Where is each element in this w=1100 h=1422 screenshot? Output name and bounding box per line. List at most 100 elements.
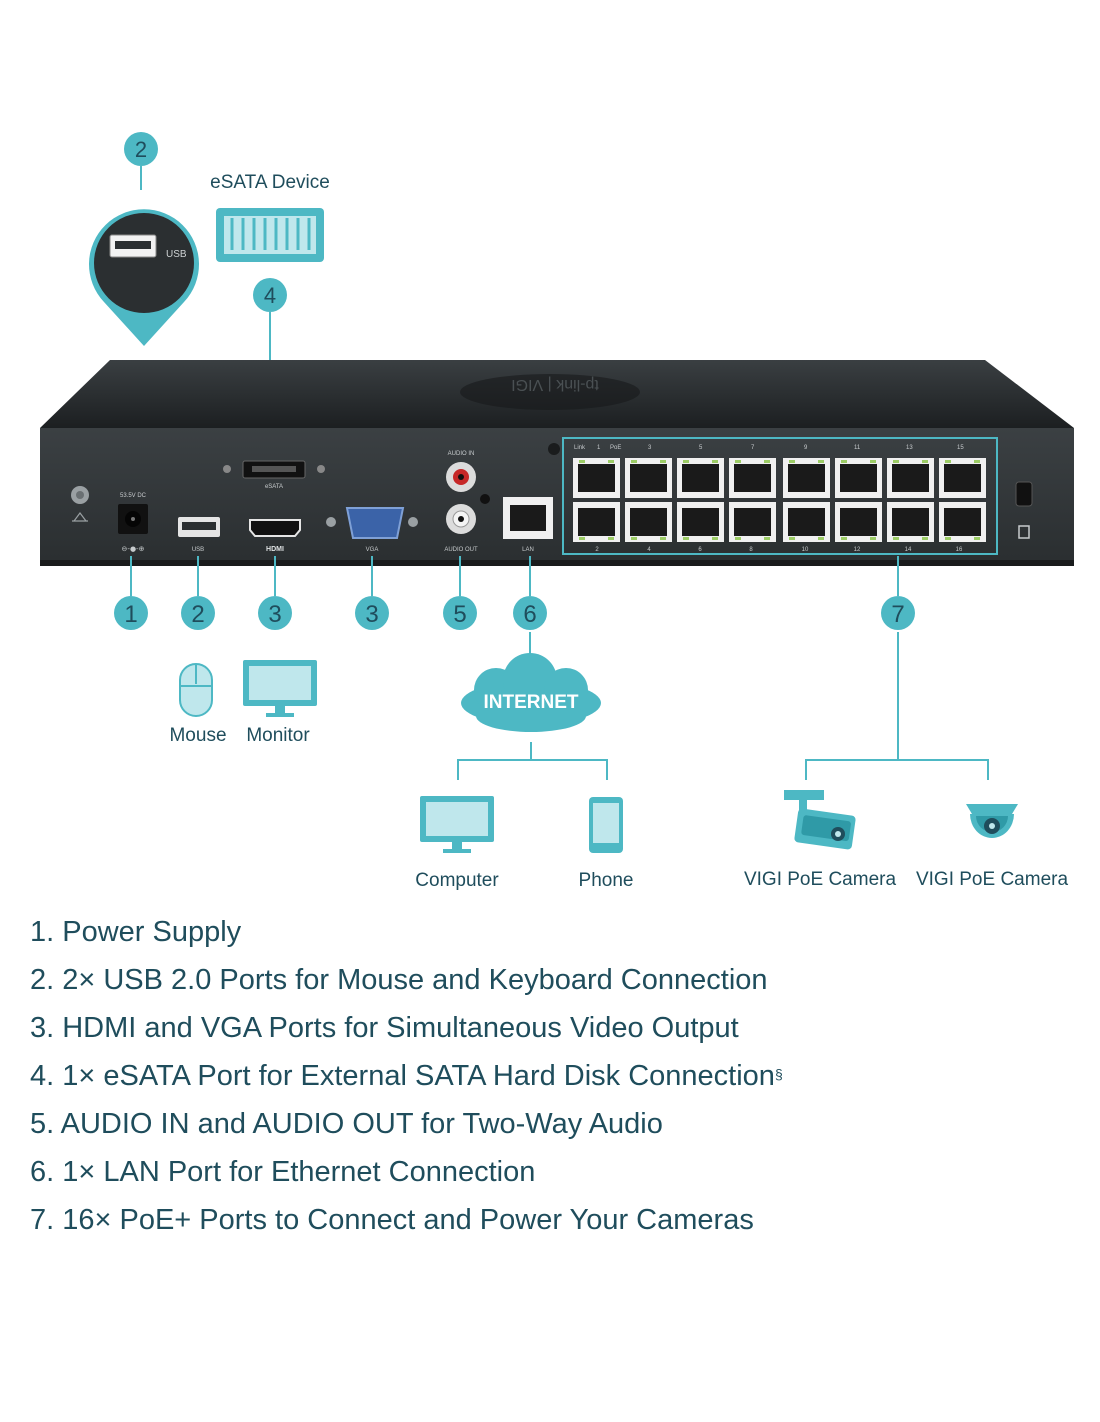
mouse-label: Mouse (169, 725, 226, 746)
poe-port-15 (939, 458, 986, 498)
esata-device-icon (216, 208, 324, 262)
monitor-icon (243, 660, 317, 717)
poe-footer-12: 12 (854, 547, 861, 553)
internet-label: INTERNET (484, 692, 579, 713)
poe-header-7: 7 (751, 445, 755, 451)
bullet-camera-icon (784, 790, 856, 850)
power-label: 53.5V DC (120, 493, 147, 499)
poe-port-12 (835, 502, 882, 542)
feature-text-5: 5. AUDIO IN and AUDIO OUT for Two-Way Au… (30, 1108, 663, 1140)
poe-header-11: 11 (854, 445, 861, 451)
monitor-label: Monitor (246, 725, 310, 746)
poe-port-4 (625, 502, 672, 542)
poe-footer-2: 2 (595, 547, 599, 553)
poe-header-9: 9 (804, 445, 808, 451)
computer-label: Computer (415, 870, 499, 891)
camera-branches (805, 632, 989, 780)
poe-port-7 (729, 458, 776, 498)
poe-header-link: Link (574, 445, 586, 451)
poe-port-6 (677, 502, 724, 542)
poe-port-11 (835, 458, 882, 498)
esata-device-label: eSATA Device (210, 172, 330, 193)
lan-port-label: LAN (522, 547, 534, 553)
feature-item-6: 6. 1× LAN Port for Ethernet Connection (30, 1148, 783, 1196)
poe-port-16 (939, 502, 986, 542)
computer-icon (420, 796, 494, 853)
badge-5: 5 (453, 601, 466, 628)
badge-6: 6 (523, 601, 536, 628)
poe-port-2 (573, 502, 620, 542)
poe-footer-4: 4 (647, 547, 651, 553)
poe-port-14 (887, 502, 934, 542)
poe-header-poe: PoE (610, 445, 621, 451)
feature-item-4: 4. 1× eSATA Port for External SATA Hard … (30, 1052, 783, 1100)
mouse-icon (179, 663, 213, 717)
dome-camera-icon (966, 804, 1018, 838)
usb-zoom-label: USB (166, 249, 187, 260)
feature-text-3: 3. HDMI and VGA Ports for Simultaneous V… (30, 1012, 739, 1044)
camera2-label: VIGI PoE Camera (916, 869, 1068, 890)
brand-text: tp-link | VIGI (511, 376, 599, 393)
poe-header-5: 5 (699, 445, 703, 451)
feature-item-3: 3. HDMI and VGA Ports for Simultaneous V… (30, 1004, 783, 1052)
poe-footer-6: 6 (698, 547, 702, 553)
poe-highlight (562, 437, 998, 555)
usb-port-icon (109, 234, 157, 258)
audio-in-label: AUDIO IN (448, 451, 475, 457)
poe-ports (573, 458, 986, 542)
poe-header-labels: Link 1 PoE 3 5 7 9 11 13 15 (574, 445, 964, 451)
lock-icon (1015, 481, 1033, 539)
badge-4-label: 4 (264, 283, 276, 308)
poe-port-1 (573, 458, 620, 498)
feature-text-1: 1. Power Supply (30, 916, 242, 948)
feature-text-4: 4. 1× eSATA Port for External SATA Hard … (30, 1060, 775, 1092)
poe-footer-8: 8 (749, 547, 753, 553)
feature-item-2: 2. 2× USB 2.0 Ports for Mouse and Keyboa… (30, 956, 783, 1004)
poe-port-10 (783, 502, 830, 542)
poe-footer-16: 16 (956, 547, 963, 553)
audio-out-label: AUDIO OUT (444, 547, 478, 553)
feature-item-1: 1. Power Supply (30, 908, 783, 956)
badge-2-top-label: 2 (135, 137, 147, 162)
badge-3-hdmi: 3 (268, 601, 281, 628)
esata-device: eSATA Device 4 (210, 172, 330, 470)
usb-zoom-callout: 2 USB (89, 132, 199, 346)
bottom-callouts (130, 556, 899, 596)
badge-1: 1 (124, 601, 137, 628)
usb-port-label: USB (192, 547, 204, 553)
ground-icon (71, 486, 89, 522)
camera1-label: VIGI PoE Camera (744, 869, 896, 890)
vga-port-label: VGA (366, 547, 379, 553)
cloud-icon (461, 653, 601, 732)
badge-3-vga: 3 (365, 601, 378, 628)
feature-4-footnote: § (774, 1066, 783, 1082)
poe-port-5 (677, 458, 724, 498)
power-polarity: ⊖-●-⊕ (122, 545, 145, 553)
poe-footer-14: 14 (905, 547, 912, 553)
poe-port-8 (729, 502, 776, 542)
badge-2: 2 (191, 601, 204, 628)
poe-port-9 (783, 458, 830, 498)
poe-header-13: 13 (906, 445, 913, 451)
feature-text-6: 6. 1× LAN Port for Ethernet Connection (30, 1156, 536, 1188)
feature-text-2: 2. 2× USB 2.0 Ports for Mouse and Keyboa… (30, 964, 768, 996)
phone-label: Phone (579, 870, 634, 891)
feature-item-5: 5. AUDIO IN and AUDIO OUT for Two-Way Au… (30, 1100, 783, 1148)
poe-footer-labels: 2 4 6 8 10 12 14 16 (595, 547, 963, 553)
hdmi-port-label: HDMI (266, 546, 284, 553)
esata-port-label: eSATA (265, 484, 283, 490)
poe-header-3: 3 (648, 445, 652, 451)
badge-2-top (124, 132, 158, 166)
poe-header-15: 15 (957, 445, 964, 451)
poe-footer-10: 10 (802, 547, 809, 553)
badge-4 (253, 278, 287, 312)
internet-branches (457, 742, 608, 780)
poe-header-1: 1 (597, 445, 601, 451)
poe-port-13 (887, 458, 934, 498)
bottom-badges: 1 2 3 3 5 6 7 (114, 596, 915, 630)
nvr-device: tp-link | VIGI 53.5V DC ⊖-●-⊕ USB eSATA … (40, 360, 1074, 566)
feature-list: 1. Power Supply 2. 2× USB 2.0 Ports for … (30, 908, 783, 1244)
poe-port-3 (625, 458, 672, 498)
feature-text-7: 7. 16× PoE+ Ports to Connect and Power Y… (30, 1204, 754, 1236)
